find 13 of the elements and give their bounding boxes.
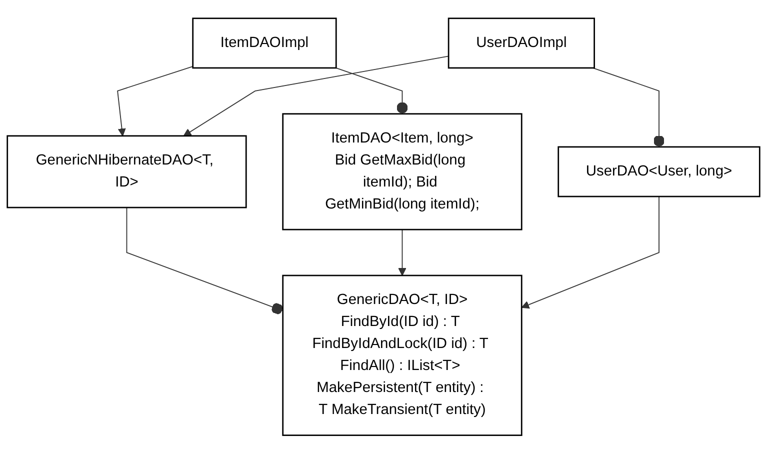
connector <box>592 67 665 148</box>
arrow <box>521 196 660 308</box>
arrow <box>398 228 406 276</box>
node-box <box>558 146 760 197</box>
node-box <box>192 17 337 68</box>
node-box <box>282 112 522 230</box>
connector <box>336 67 408 114</box>
arrow <box>117 66 194 136</box>
node-box <box>6 134 247 208</box>
node-box <box>448 17 595 68</box>
connector <box>126 206 284 314</box>
node-box <box>282 274 522 436</box>
arrow <box>183 55 450 136</box>
